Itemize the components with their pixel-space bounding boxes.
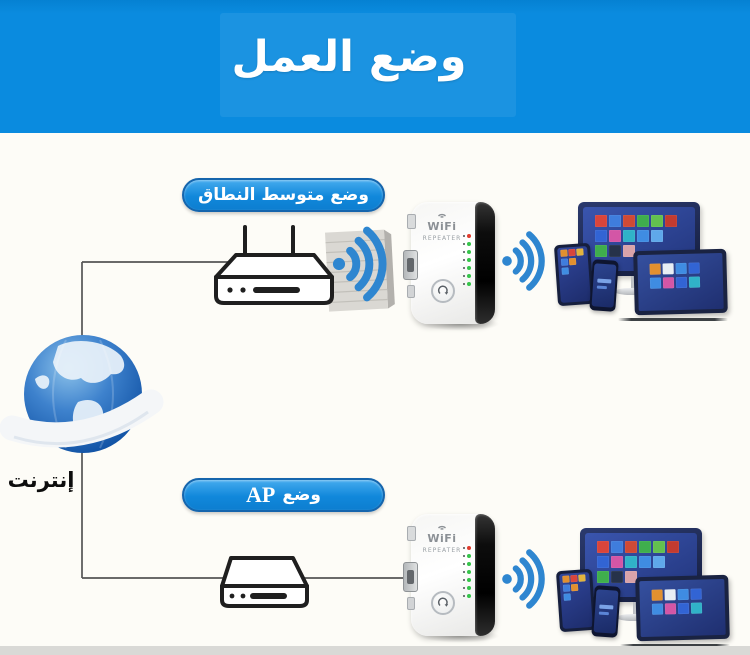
repeater-body: WiFi REPEATER: [411, 202, 495, 324]
repeater-brand: WiFi REPEATER: [413, 213, 471, 242]
laptop: [635, 574, 730, 642]
mode-label-ap: وضع AP: [182, 478, 385, 512]
repeater-brand-sub: REPEATER: [422, 547, 462, 554]
wps-icon: [437, 597, 449, 607]
client-devices-bottom: [555, 520, 730, 654]
phone-screen: [593, 589, 619, 634]
wifi-through-wall-icon: [333, 231, 383, 298]
wifi-repeater-device-bottom: WiFi REPEATER: [403, 514, 501, 643]
repeater-body: WiFi REPEATER: [411, 514, 495, 636]
laptop-screen: [639, 578, 726, 638]
repeater-led-strip: [464, 234, 474, 286]
repeater-brand: WiFi REPEATER: [413, 525, 471, 554]
phone-ui-bar-small: [598, 611, 609, 616]
wall-panel: [325, 229, 395, 312]
banner-highlight-panel: [220, 13, 516, 117]
repeater-brand-text: WiFi: [427, 532, 457, 545]
laptop-base: [620, 644, 730, 647]
tablet: [555, 568, 597, 633]
laptop-base: [618, 318, 728, 321]
laptop-screen: [637, 252, 724, 312]
ethernet-port: [403, 562, 418, 592]
footer-strip: [0, 646, 750, 655]
repeater-brand-sub: REPEATER: [422, 235, 462, 242]
connector-lines: [81, 261, 413, 579]
phone-screen: [591, 263, 617, 308]
globe-band-tip: [2, 416, 20, 440]
phone-ui-bar-small: [596, 285, 607, 290]
internet-globe: [0, 335, 164, 453]
tablet-screen: [557, 246, 591, 303]
wifi-fan-icon: [438, 525, 446, 530]
ethernet-port: [403, 250, 418, 280]
tablet-screen: [559, 572, 593, 629]
internet-label: إنترنت: [7, 468, 75, 492]
wps-icon: [437, 285, 449, 295]
repeater-brand-text: WiFi: [427, 220, 457, 233]
repeater-side-panel: [475, 202, 495, 324]
phone-ui-bar: [599, 604, 614, 610]
mode-repeater-text: وضع متوسط النطاق: [198, 185, 369, 205]
wifi-signal-icon-bottom: [502, 552, 541, 605]
mode-label-repeater: وضع متوسط النطاق: [182, 178, 385, 212]
smartphone: [589, 259, 619, 312]
wifi-fan-icon: [438, 213, 446, 218]
repeater-led-strip: [464, 546, 474, 598]
wps-button: [431, 591, 455, 615]
mode-ap-text-en: AP: [246, 482, 276, 507]
mount-tab-lower: [407, 285, 415, 298]
mount-tab: [407, 526, 416, 541]
mode-ap-text-ar: وضع: [282, 485, 321, 505]
wifi-repeater-device-top: WiFi REPEATER: [403, 202, 501, 331]
client-devices-top: [553, 194, 728, 328]
mount-tab-lower: [407, 597, 415, 610]
router: [214, 225, 334, 305]
smartphone: [591, 585, 621, 638]
mount-tab: [407, 214, 416, 229]
globe-swoosh-band: [0, 389, 164, 448]
page-title: وضع العمل: [231, 32, 467, 82]
phone-ui-bar: [597, 278, 612, 284]
wps-button: [431, 279, 455, 303]
tablet: [553, 242, 595, 307]
modem: [220, 556, 309, 608]
repeater-side-panel: [475, 514, 495, 636]
wifi-signal-icon-top: [502, 234, 541, 287]
laptop: [633, 248, 728, 316]
header-banner: وضع العمل: [0, 0, 750, 133]
